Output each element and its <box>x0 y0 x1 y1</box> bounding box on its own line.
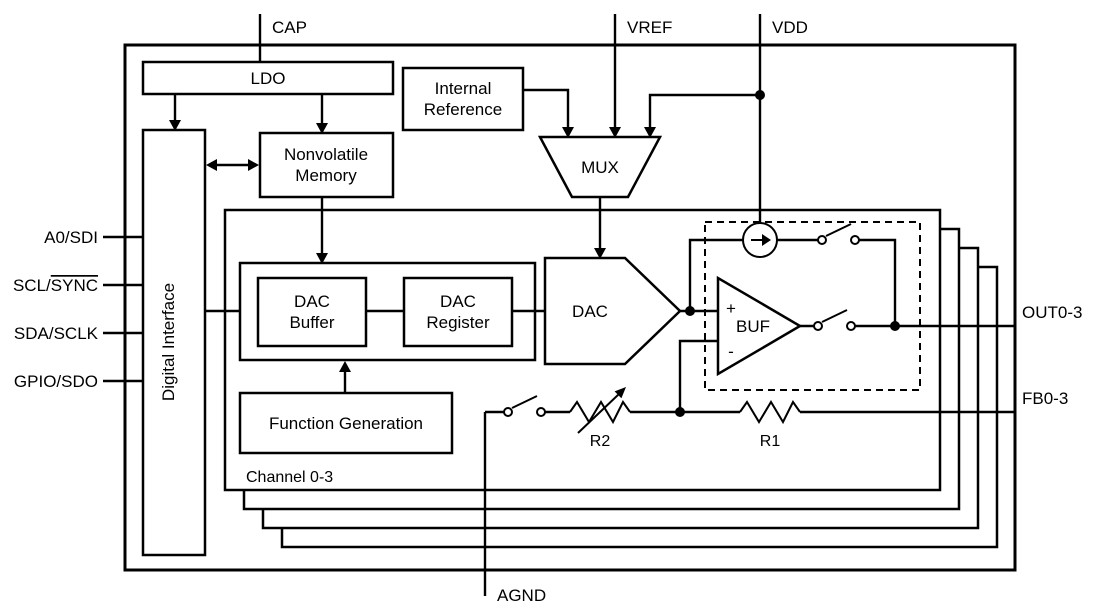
r2-variable-arrow-line <box>577 393 620 434</box>
current-switch-terminal-left <box>817 235 827 245</box>
output-switch-blade <box>821 309 848 323</box>
dac-label: DAC <box>572 302 608 321</box>
output-junction-dot <box>890 321 900 331</box>
nonvolatile-memory-box <box>258 131 395 199</box>
nvm-label-line2: Memory <box>295 166 357 185</box>
buf-label: BUF <box>736 317 770 336</box>
ldo-nvm-arrowhead <box>316 123 328 134</box>
feedback-switch-blade <box>511 395 538 409</box>
r2-label: R2 <box>590 433 611 450</box>
blocks <box>141 60 803 557</box>
feedback-switch-terminal-right <box>536 407 546 417</box>
intref-mux-arrowhead <box>562 127 574 138</box>
wire-currentsource-output <box>777 238 897 326</box>
dac-register-box <box>402 276 514 348</box>
vdd-junction-dot <box>755 90 765 100</box>
r1-resistor-zigzag <box>739 400 801 425</box>
mux-label: MUX <box>581 158 619 177</box>
sync-overlined: SYNC <box>51 276 98 295</box>
pin-gpio-sdo-label: GPIO/SDO <box>14 372 98 391</box>
current-switch-blade <box>825 223 852 237</box>
ldo-box <box>141 60 395 96</box>
wires <box>103 14 1015 596</box>
wire-intref-mux <box>523 88 570 131</box>
buf-opamp-triangle <box>716 275 803 377</box>
pin-sda-sclk-label: SDA/SCLK <box>14 324 99 343</box>
r2-resistor-zigzag <box>569 400 631 425</box>
current-source-arrow-head <box>762 234 771 246</box>
wire-dac-currentsource <box>688 238 743 311</box>
buf-minus-sign: - <box>728 342 734 361</box>
output-switch-terminal-left <box>813 321 823 331</box>
mux-block <box>537 135 663 199</box>
pin-a0-sdi-label: A0/SDI <box>44 228 98 247</box>
dac-buffer-label-line2: Buffer <box>289 313 334 332</box>
mux-dac-arrowhead <box>594 248 606 259</box>
pin-vdd-label: VDD <box>772 18 808 37</box>
function-generation-label: Function Generation <box>269 414 423 433</box>
internal-reference-label-line1: Internal <box>435 79 492 98</box>
di-nvm-left-arrowhead <box>206 159 217 171</box>
digital-interface-label: Digital Interface <box>159 283 178 401</box>
dac-buffer-box <box>256 276 368 348</box>
vref-arrowhead <box>609 127 621 138</box>
internal-reference-box <box>401 66 525 132</box>
pin-out-label: OUT0-3 <box>1022 303 1082 322</box>
vdd-mux-arrowhead <box>644 127 656 138</box>
labels: CAP VREF VDD A0/SDI SCL/SYNC SDA/SCLK GP… <box>13 18 1083 605</box>
nvm-label-line1: Nonvolatile <box>284 145 368 164</box>
function-generation-box <box>238 391 454 455</box>
wire-buf-minus <box>678 339 718 412</box>
nvm-dacbuffer-arrowhead <box>316 253 328 264</box>
buf-plus-sign: + <box>726 299 736 318</box>
dac-register-label-line1: DAC <box>440 292 476 311</box>
channel-label: Channel 0-3 <box>246 469 333 486</box>
dac-buffer-label-line1: DAC <box>294 292 330 311</box>
feedback-switch-terminal-left <box>503 407 513 417</box>
di-nvm-right-arrowhead <box>248 159 259 171</box>
pin-vref-label: VREF <box>627 18 672 37</box>
pin-agnd-label: AGND <box>497 586 546 605</box>
scl-prefix: SCL/ <box>13 276 51 295</box>
dac-register-label-line2: Register <box>426 313 490 332</box>
internal-reference-label-line2: Reference <box>424 100 502 119</box>
output-switch-terminal-right <box>846 321 856 331</box>
ldo-di-arrowhead <box>169 120 181 131</box>
pin-fb-label: FB0-3 <box>1022 389 1068 408</box>
dac-block <box>543 256 682 366</box>
r1-label: R1 <box>760 433 781 450</box>
pin-scl-sync-label: SCL/SYNC <box>13 276 98 295</box>
r2-variable-arrowhead <box>614 387 626 399</box>
current-switch-terminal-right <box>850 235 860 245</box>
wire-vdd <box>648 14 762 223</box>
pin-cap-label: CAP <box>272 18 307 37</box>
funcgen-arrowhead <box>339 361 351 372</box>
digital-interface-box <box>141 128 207 557</box>
ldo-label: LDO <box>251 69 286 88</box>
